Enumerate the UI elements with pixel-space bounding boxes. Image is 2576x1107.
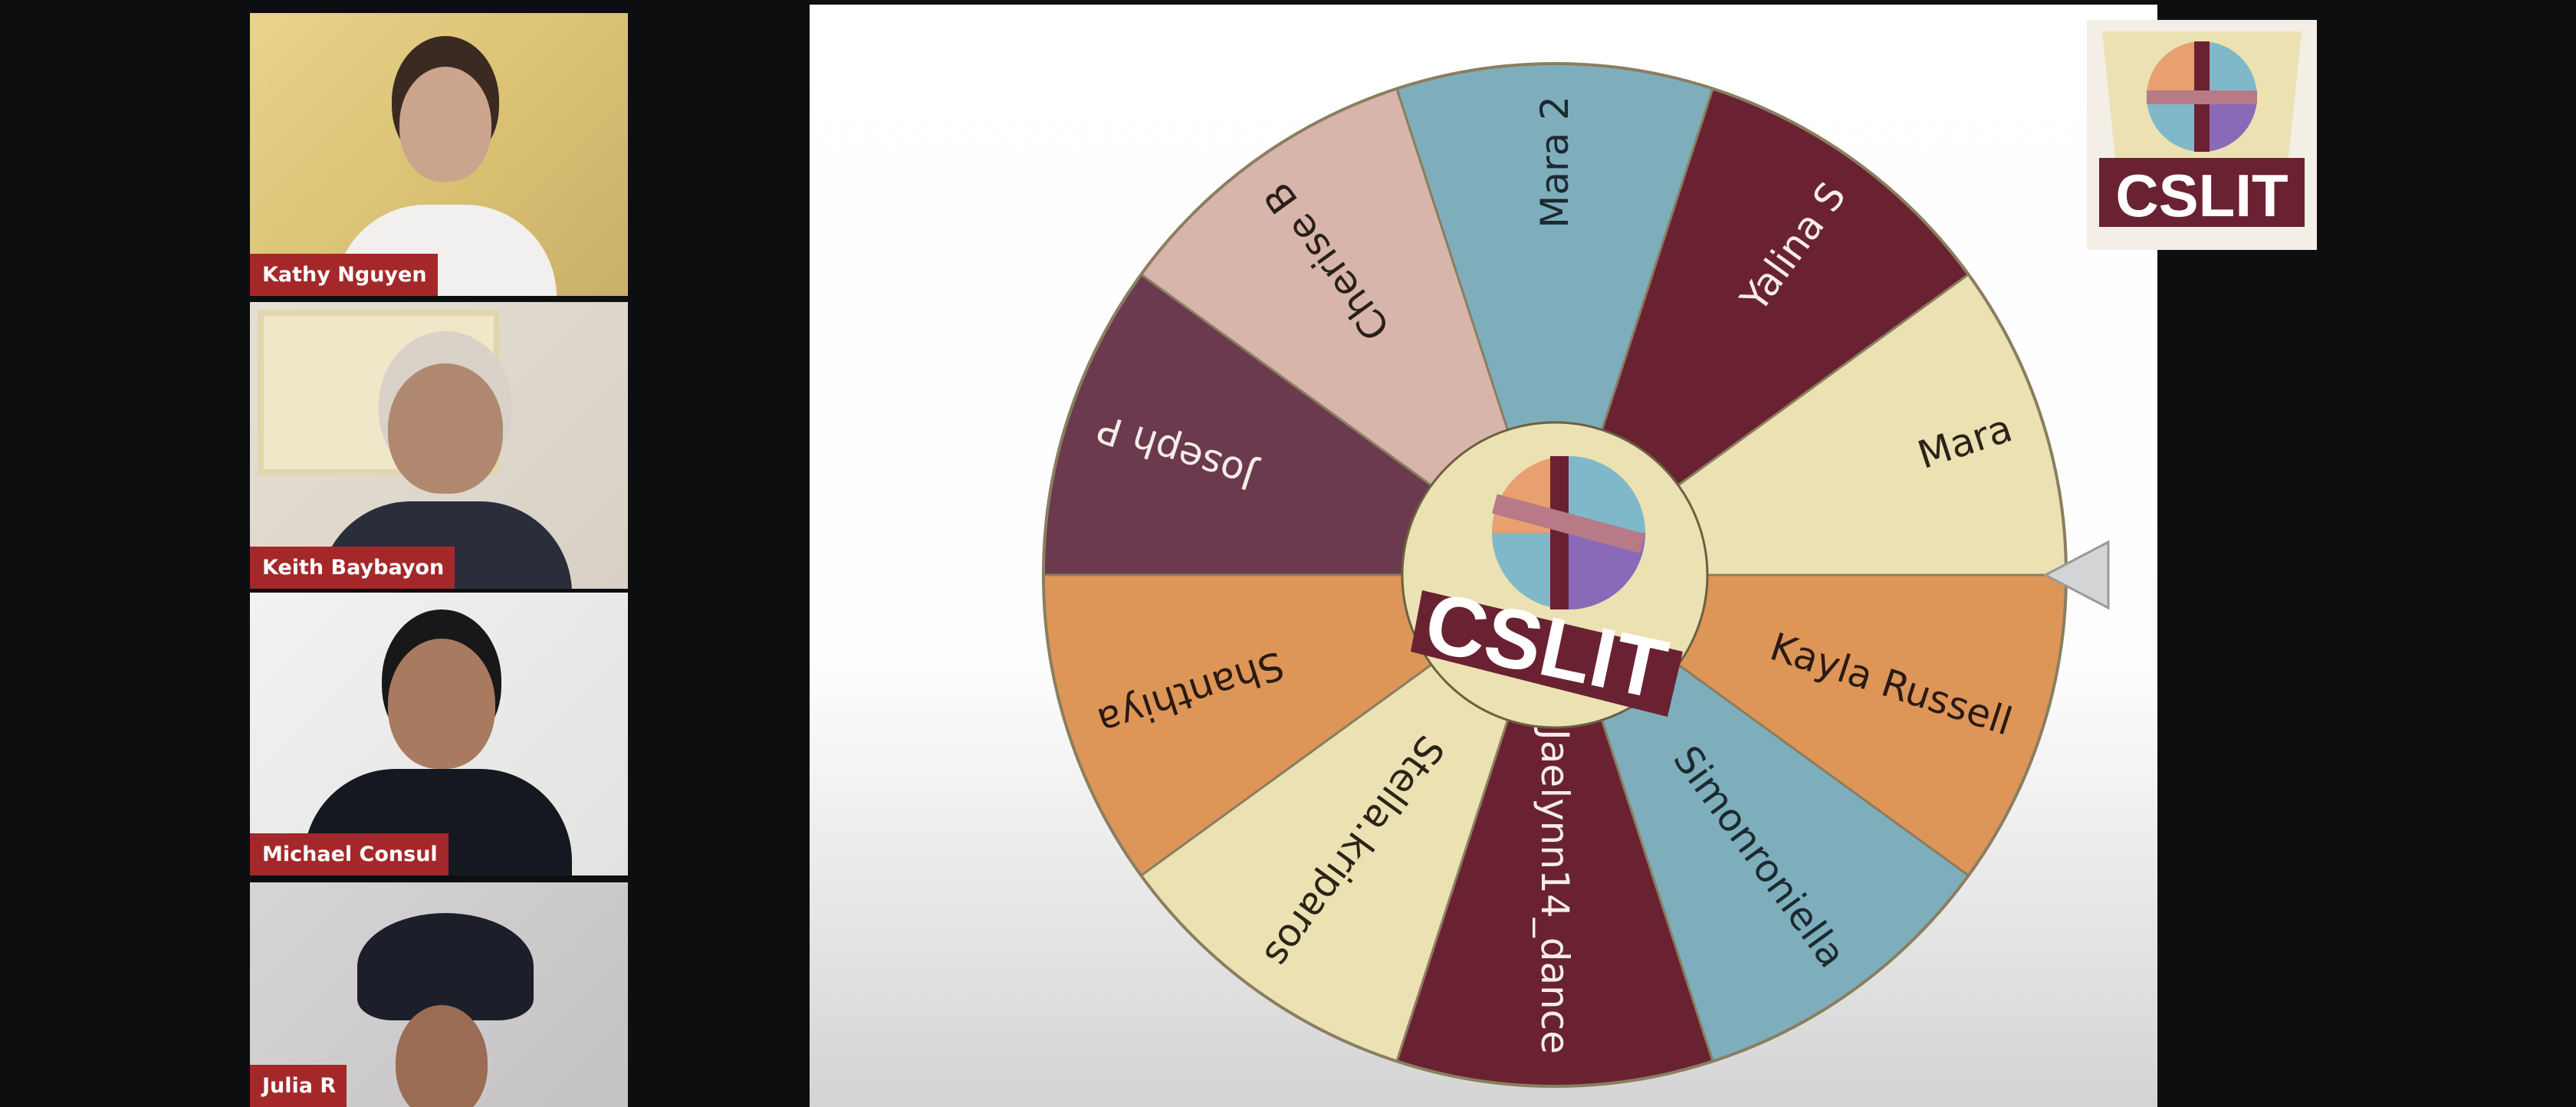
wheel-center-logo: CSLIT — [1401, 421, 1709, 729]
participant-name-label: Keith Baybayon — [250, 547, 455, 589]
corner-logo-text: CSLIT — [2115, 162, 2288, 229]
cslit-logo: CSLIT — [2087, 20, 2317, 250]
participant-name-label: Kathy Nguyen — [250, 254, 438, 296]
participant-name-label: Michael Consul — [250, 833, 449, 875]
participant-video-figure — [399, 67, 491, 182]
participant-name-label: Julia R — [250, 1065, 347, 1107]
participant-tile-kathy[interactable]: Kathy Nguyen — [250, 13, 628, 296]
participant-tile-keith[interactable]: Keith Baybayon — [250, 302, 628, 589]
participant-tile-julia[interactable]: Julia R — [250, 882, 628, 1107]
wheel-pointer-icon — [2042, 540, 2110, 610]
participant-tile-michael[interactable]: Michael Consul — [250, 593, 628, 875]
wheel-segment-label: Jaelynn14_dance — [1533, 727, 1577, 1054]
wheel-segment-label: Mara 2 — [1533, 96, 1577, 228]
